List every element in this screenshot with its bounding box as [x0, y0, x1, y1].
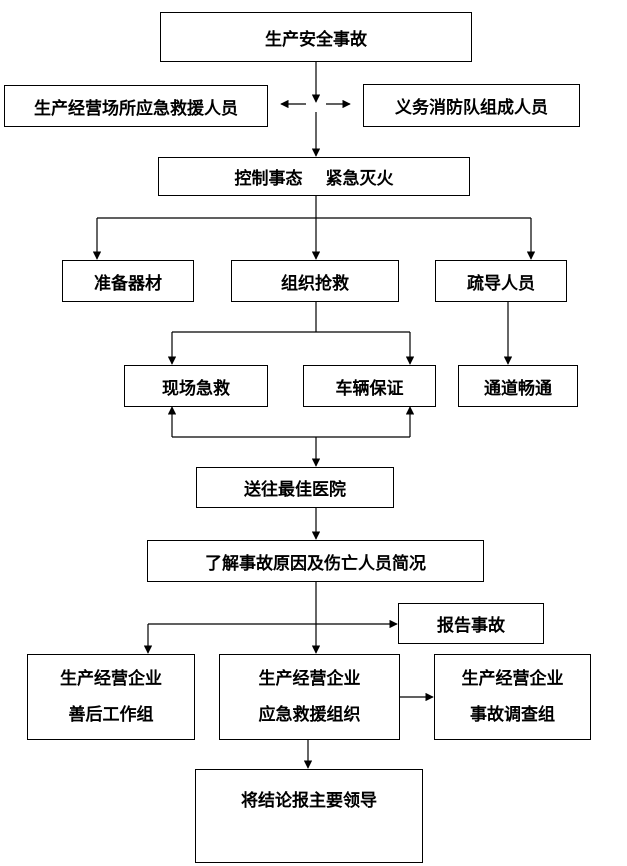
node-vehicle-support: 车辆保证 — [303, 365, 436, 407]
node-send-hospital: 送往最佳医院 — [196, 467, 394, 508]
node-volunteer-firefighters: 义务消防队组成人员 — [363, 84, 580, 127]
node-organize-rescue: 组织抢救 — [231, 260, 399, 302]
node-emergency-org: 生产经营企业 应急救援组织 — [219, 654, 400, 740]
node-prepare-equipment: 准备器材 — [62, 260, 194, 302]
node-accident: 生产安全事故 — [160, 12, 472, 62]
node-onsite-first-aid: 现场急救 — [124, 365, 268, 407]
aftermath-line2: 善后工作组 — [68, 705, 154, 725]
node-control-fire: 控制事态 紧急灭火 — [158, 157, 470, 196]
investigation-line1: 生产经营企业 — [461, 668, 564, 689]
investigation-line2: 事故调查组 — [470, 705, 555, 725]
node-evacuate: 疏导人员 — [435, 260, 567, 302]
node-investigation-group: 生产经营企业 事故调查组 — [434, 654, 591, 740]
emergency-org-line2: 应急救援组织 — [258, 705, 361, 725]
node-report-leaders: 将结论报主要领导 — [195, 769, 423, 863]
node-clear-passage: 通道畅通 — [458, 365, 578, 407]
node-onsite-rescuers: 生产经营场所应急救援人员 — [4, 85, 268, 127]
node-aftermath-group: 生产经营企业 善后工作组 — [27, 654, 195, 740]
node-report-accident: 报告事故 — [398, 603, 544, 644]
node-understand-cause: 了解事故原因及伤亡人员简况 — [147, 540, 484, 582]
emergency-org-line1: 生产经营企业 — [258, 668, 361, 689]
aftermath-line1: 生产经营企业 — [60, 668, 162, 689]
